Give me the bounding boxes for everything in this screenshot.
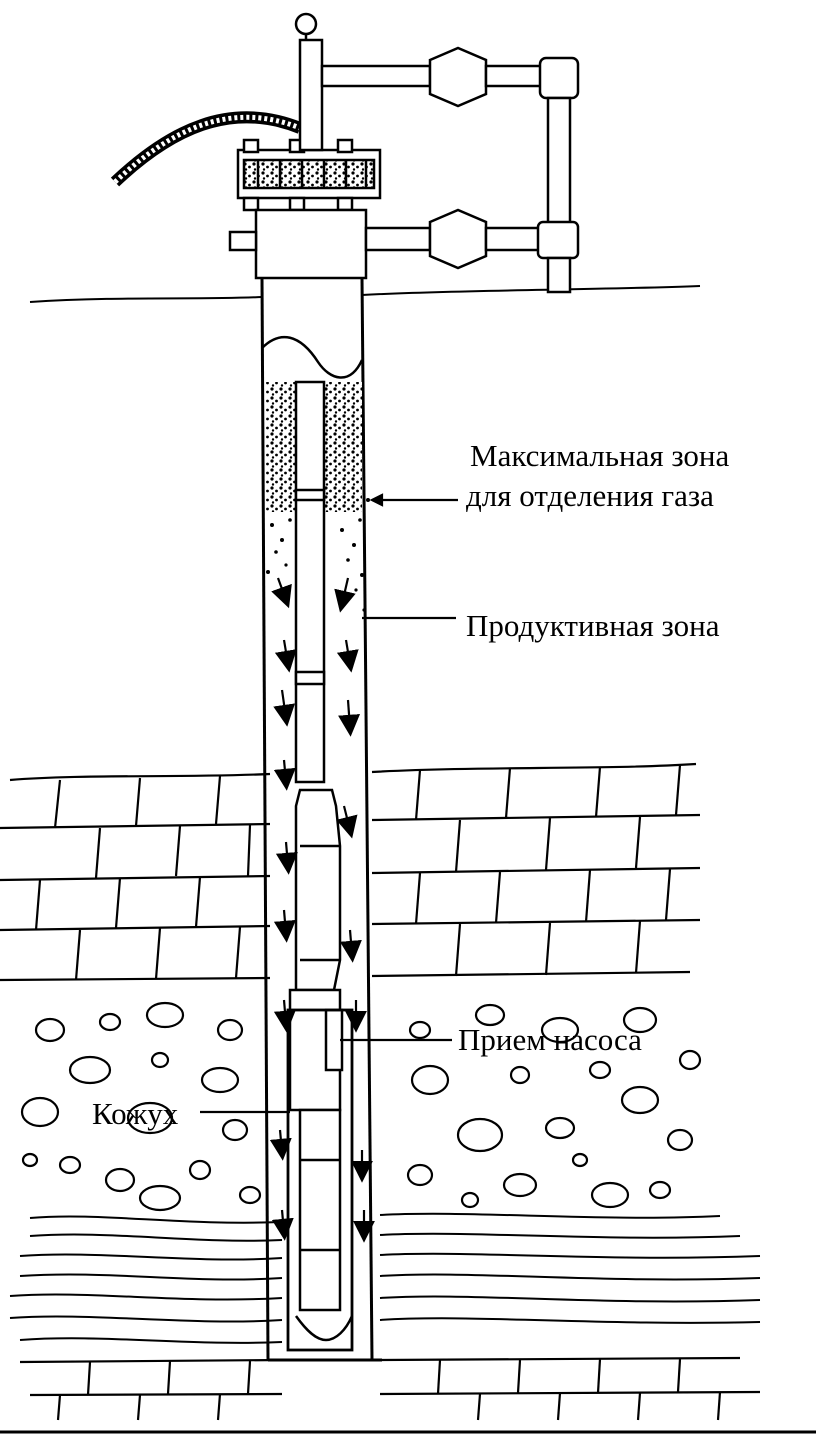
gravel-strata xyxy=(20,1001,702,1212)
upper-valve xyxy=(428,46,488,108)
upper-tee xyxy=(538,56,580,100)
shale-strata xyxy=(9,1212,761,1344)
label-gas-zone-line1: Максимальная зона xyxy=(470,438,730,473)
tubing-string xyxy=(286,380,354,1352)
tubing-riser xyxy=(298,38,324,152)
leader-lines xyxy=(200,493,458,1114)
lower-tee xyxy=(536,220,580,260)
motor xyxy=(298,1108,342,1312)
flow-arrows xyxy=(269,577,375,1243)
wellhead-body xyxy=(254,208,368,280)
ground-surface-line xyxy=(29,285,701,303)
tubing-coupling-mid xyxy=(294,670,326,686)
wellhead xyxy=(110,12,580,294)
gas-bubbles xyxy=(266,498,370,612)
tubing-coupling-upper xyxy=(294,488,326,502)
lower-valve xyxy=(428,208,488,270)
label-gas-zone-line2: для отделения газа xyxy=(466,478,714,513)
label-pump-intake: Прием насоса xyxy=(458,1022,642,1057)
gas-separation-fill xyxy=(266,382,362,512)
pressure-gauge xyxy=(294,12,318,36)
brick-strata xyxy=(0,762,701,982)
label-productive-zone: Продуктивная зона xyxy=(466,608,720,643)
bottom-brick-strata xyxy=(19,1356,761,1421)
label-shroud: Кожух xyxy=(92,1096,179,1131)
